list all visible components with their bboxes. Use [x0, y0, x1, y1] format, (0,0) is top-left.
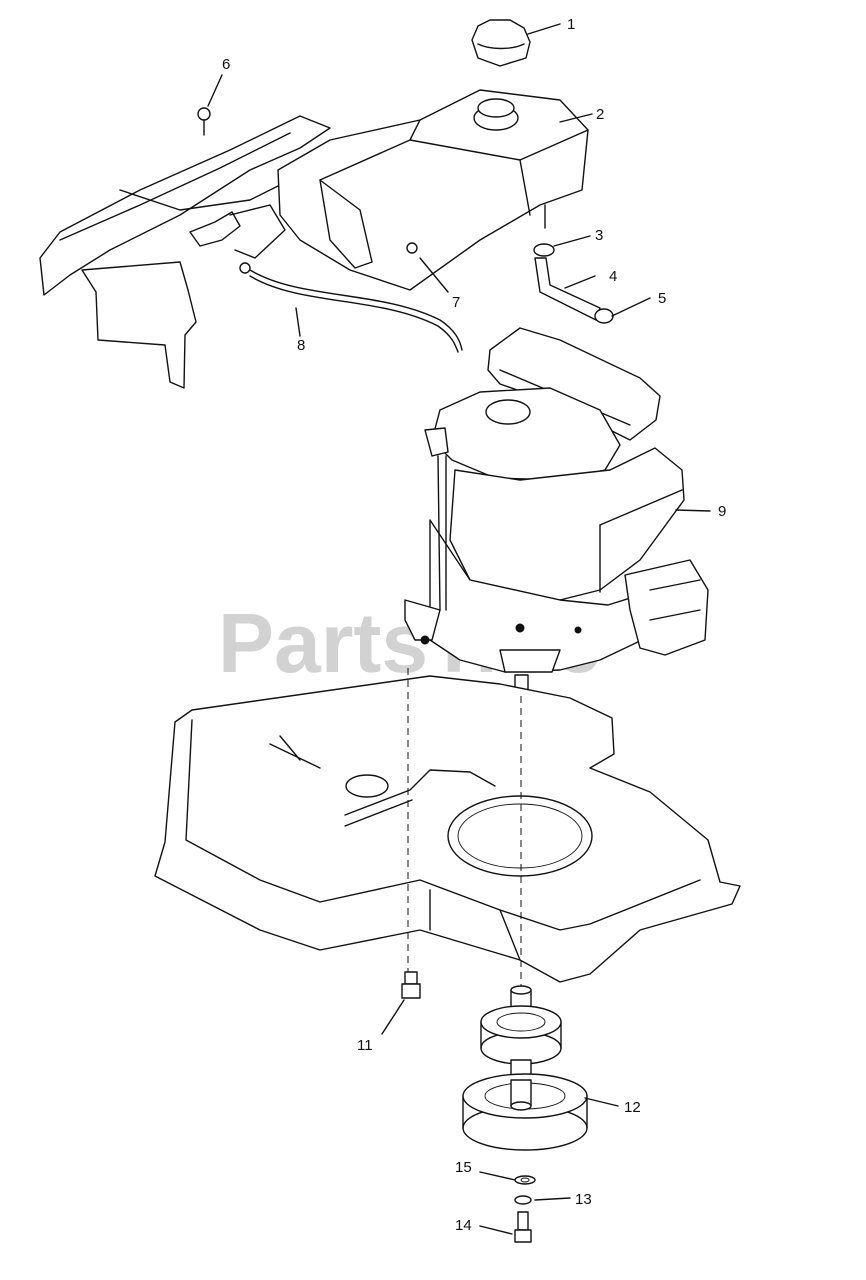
callout-1: 1 — [567, 16, 575, 33]
part-11-bolt — [401, 971, 421, 999]
part-15-washer — [514, 1175, 536, 1185]
callout-7: 7 — [452, 294, 460, 311]
mower-frame-plate — [154, 675, 741, 983]
part-12-pulley — [462, 985, 588, 1151]
part-3-hose-clamp — [533, 243, 555, 257]
callout-9: 9 — [718, 503, 726, 520]
callout-11: 11 — [357, 1037, 373, 1054]
callout-labels: 1 2 3 4 5 6 7 8 9 11 12 13 14 15 — [222, 16, 726, 1234]
part-13-lock-washer — [514, 1195, 532, 1205]
callout-14: 14 — [455, 1217, 472, 1234]
alignment-lines — [407, 668, 522, 990]
part-9-engine — [404, 327, 709, 693]
callout-8: 8 — [297, 337, 305, 354]
callout-5: 5 — [658, 290, 666, 307]
callout-4: 4 — [609, 268, 617, 285]
part-14-bolt — [514, 1211, 532, 1243]
part-6-screw — [197, 107, 211, 136]
fuel-tank-neck — [473, 98, 519, 131]
callout-15: 15 — [455, 1159, 472, 1176]
part-5-hose-clamp — [594, 308, 614, 324]
callout-2: 2 — [596, 106, 604, 123]
leader-lines — [207, 23, 711, 1235]
callout-13: 13 — [575, 1191, 592, 1208]
dashboard-panel — [39, 115, 463, 389]
part-2-fuel-tank — [277, 89, 589, 291]
callout-3: 3 — [595, 227, 603, 244]
part-1-fuel-cap — [471, 19, 531, 67]
callout-12: 12 — [624, 1099, 641, 1116]
callout-6: 6 — [222, 56, 230, 73]
part-4-fuel-hose — [534, 257, 601, 321]
